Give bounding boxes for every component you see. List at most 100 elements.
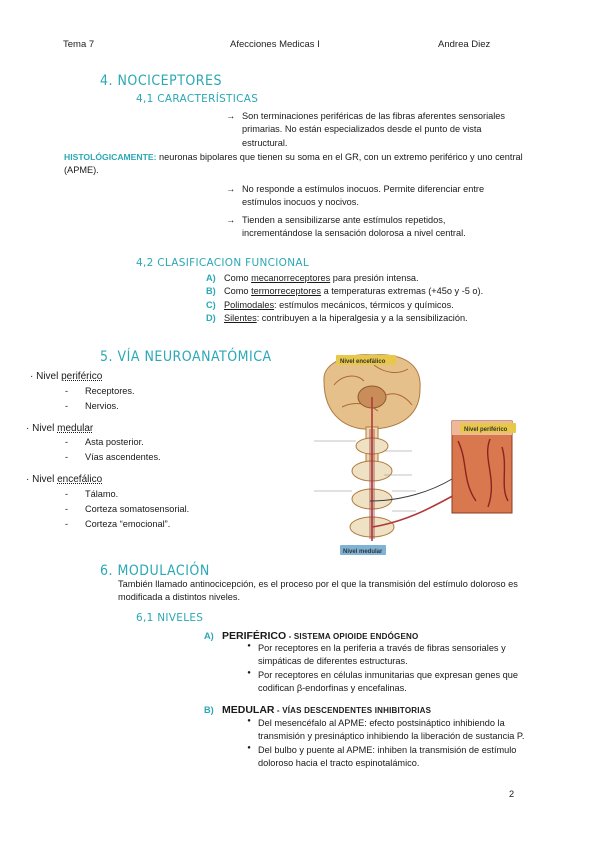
bullet-icon: ● <box>247 643 251 649</box>
list-item: - Receptores. <box>65 385 270 400</box>
class-item-b: B) Como termorreceptores a temperaturas e… <box>206 285 536 298</box>
list-item-text: Vías ascendentes. <box>85 452 161 462</box>
class-text: Como <box>224 273 252 283</box>
level-term: medular <box>57 422 94 434</box>
class-text: : contribuyen a la hiperalgesia y a la s… <box>256 313 468 324</box>
level-prefix: · Nivel <box>26 474 58 485</box>
class-text: para presión intensa. <box>330 273 419 283</box>
bullet-text: Por receptores en células inmunitarias q… <box>258 670 518 694</box>
class-text: Como <box>224 286 252 297</box>
level-a-bullet-1: ● Por receptores en la periferia a travé… <box>240 642 540 669</box>
list-item-text: Receptores. <box>85 385 135 396</box>
level-a-bullet-2: ● Por receptores en células inmunitarias… <box>240 669 540 696</box>
level-term: encefálico <box>57 474 103 485</box>
class-item-c: C) Polimodales: estímulos mecánicos, térm… <box>206 299 536 312</box>
level-b-heading: B)MEDULAR - VÍAS DESCENDENTES INHIBITORI… <box>204 703 431 718</box>
class-text: : estímulos mecánicos, térmicos y químic… <box>274 299 454 310</box>
list-item: - Tálamo. <box>65 488 270 503</box>
level-title: MEDULAR - VÍAS DESCENDENTES INHIBITORIAS <box>222 704 431 716</box>
list-item: - Asta posterior. <box>65 436 270 451</box>
char-item-3: → Tienden a sensibilizarse ante estímulo… <box>226 214 516 241</box>
level-heading: · Nivel encefálico <box>26 473 270 488</box>
list-item: - Vías ascendentes. <box>65 451 270 466</box>
dash-marker: - <box>65 503 69 514</box>
classification-list: A) Como mecanorreceptores para presión in… <box>206 272 536 325</box>
pain-pathway-figure: Nivel encefálico Nivel periférico Nivel … <box>312 351 524 557</box>
level-prefix: · Nivel <box>30 371 62 382</box>
header-right: Andrea Diez <box>438 39 491 50</box>
class-letter: C) <box>206 299 216 310</box>
section-4-title: 4. NOCICEPTORES <box>100 73 223 89</box>
class-letter: D) <box>206 313 216 324</box>
class-letter: A) <box>206 273 216 283</box>
class-term: mecanorreceptores <box>251 273 331 283</box>
arrow-icon: → <box>226 184 236 194</box>
figure-label-peripheral: Nivel periférico <box>464 427 508 433</box>
level-heading: · Nivel periférico <box>30 370 270 385</box>
level-prefix: · Nivel <box>26 422 58 434</box>
level-title-sub: - VÍAS DESCENDENTES INHIBITORIAS <box>274 706 432 715</box>
header-center: Afecciones Medicas I <box>230 39 320 50</box>
arrow-icon: → <box>226 111 236 121</box>
level-b-bullet-2: ● Del bulbo y puente al APME: inhiben la… <box>240 744 540 771</box>
level-letter: A) <box>204 631 214 641</box>
char-text-3: Tienden a sensibilizarse ante estímulos … <box>242 215 466 239</box>
bullet-text: Del mesencéfalo al APME: efecto postsiná… <box>258 718 525 742</box>
arrow-icon: → <box>226 215 236 225</box>
modulation-intro: También llamado antinocicepción, es el p… <box>118 579 518 603</box>
section-6-1-title: 6,1 NIVELES <box>136 612 204 624</box>
class-item-a: A) Como mecanorreceptores para presión in… <box>206 272 536 285</box>
list-item-text: Asta posterior. <box>85 437 144 447</box>
class-term: Silentes <box>224 313 257 324</box>
list-item: - Corteza somatosensorial. <box>65 503 270 518</box>
list-item-text: Nervios. <box>85 400 119 411</box>
histology-label: HISTOLÓGICAMENTE: <box>64 152 157 162</box>
bullet-icon: ● <box>247 670 251 676</box>
char-item-1: → Son terminaciones periféricas de las f… <box>226 110 516 150</box>
dash-marker: - <box>65 488 69 499</box>
level-encephalic: · Nivel encefálico - Tálamo. - Corteza som… <box>26 473 270 533</box>
histology-text: neuronas bipolares que tienen su soma en… <box>64 152 523 176</box>
level-title-main: PERIFÉRICO <box>222 630 287 642</box>
list-item: - Corteza “emocional”. <box>65 518 270 533</box>
dash-marker: - <box>65 385 69 396</box>
page-number: 2 <box>509 789 515 799</box>
class-term: Polimodales <box>224 299 275 310</box>
level-title-sub: - SISTEMA OPIOIDE ENDÓGENO <box>286 632 419 641</box>
bullet-icon: ● <box>247 718 251 724</box>
level-title: PERIFÉRICO - SISTEMA OPIOIDE ENDÓGENO <box>222 630 418 642</box>
bullet-text: Del bulbo y puente al APME: inhiben la t… <box>258 745 517 769</box>
bullet-icon: ● <box>247 745 251 751</box>
class-letter: B) <box>206 286 216 297</box>
section-4-1-title: 4,1 CARACTERÍSTICAS <box>136 93 259 105</box>
dash-marker: - <box>65 518 69 529</box>
list-item-text: Tálamo. <box>85 488 119 499</box>
figure-label-encephalic: Nivel encefálico <box>340 359 386 365</box>
char-text-2: No responde a estímulos inocuos. Permite… <box>242 184 485 208</box>
level-b-bullet-1: ● Del mesencéfalo al APME: efecto postsi… <box>240 717 540 744</box>
header-left: Tema 7 <box>63 39 95 50</box>
dash-marker: - <box>65 452 69 462</box>
level-medular: · Nivel medular - Asta posterior. - Vías a… <box>26 422 270 467</box>
level-term: periférico <box>61 371 103 382</box>
section-5-title: 5. VÍA NEUROANATÓMICA <box>100 349 272 365</box>
bullet-text: Por receptores en la periferia a través … <box>258 643 506 667</box>
figure-label-medular: Nivel medular <box>343 549 383 555</box>
level-heading: · Nivel medular <box>26 422 270 437</box>
list-item-text: Corteza somatosensorial. <box>85 503 190 514</box>
dash-marker: - <box>65 400 69 411</box>
list-item-text: Corteza “emocional”. <box>85 518 171 529</box>
dash-marker: - <box>65 437 69 447</box>
section-4-2-title: 4,2 CLASIFICACION FUNCIONAL <box>136 257 310 269</box>
class-term: termorreceptores <box>251 286 322 297</box>
section-6-title: 6. MODULACIÓN <box>100 563 210 579</box>
class-text: a temperaturas extremas (+45o y -5 o). <box>321 286 484 297</box>
char-item-2: → No responde a estímulos inocuos. Permi… <box>226 183 516 210</box>
level-title-main: MEDULAR <box>222 704 275 716</box>
pain-pathway-illustration: Nivel encefálico Nivel periférico Nivel … <box>312 351 524 557</box>
levels-list: · Nivel periférico - Receptores. - Nervios… <box>26 370 270 533</box>
histology-paragraph: HISTOLÓGICAMENTE: neuronas bipolares que… <box>64 151 524 178</box>
char-text-1: Son terminaciones periféricas de las fib… <box>242 111 505 148</box>
level-a-heading: A) PERIFÉRICO - SISTEMA OPIOIDE ENDÓGENO <box>204 629 418 644</box>
level-peripheral: · Nivel periférico - Receptores. - Nervios… <box>30 370 270 415</box>
